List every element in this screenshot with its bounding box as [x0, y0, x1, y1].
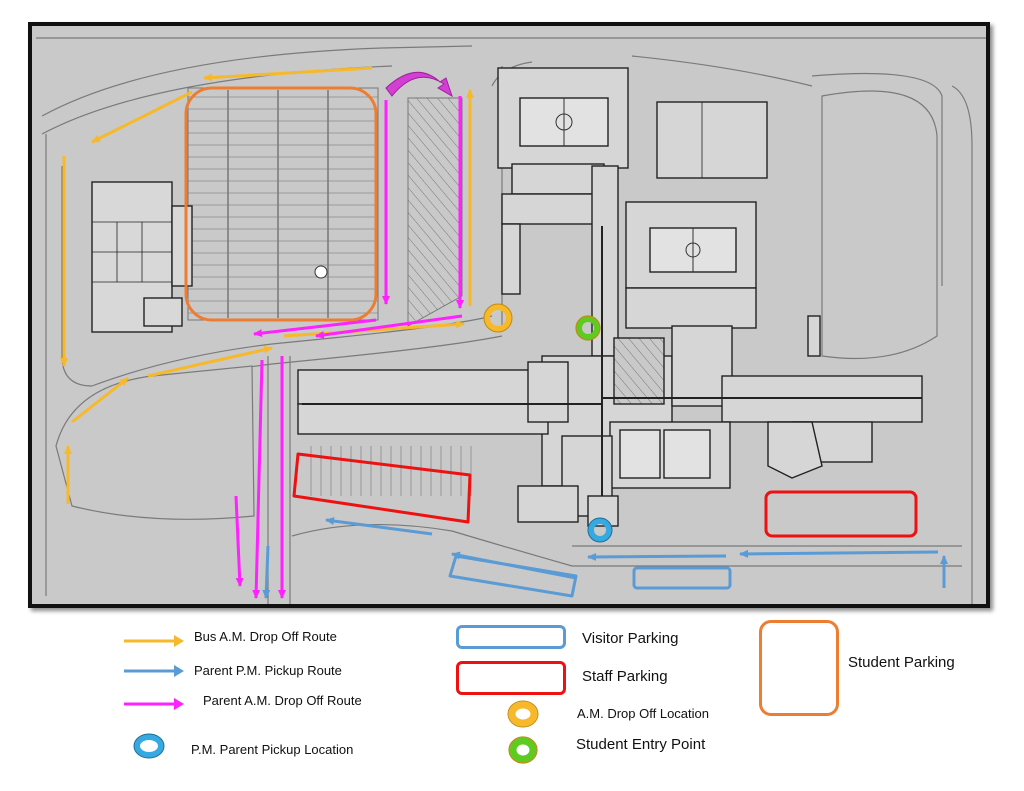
bus-loop — [55, 365, 255, 520]
student-parking-area — [184, 86, 378, 322]
student-parking-legend-swatch — [759, 620, 839, 716]
staff-parking-area-east — [764, 490, 918, 538]
pm-pickup-location-marker — [587, 517, 613, 543]
bus-am-route-legend-arrow — [124, 635, 184, 647]
campus-map — [28, 22, 990, 608]
campus-site-plan — [32, 26, 986, 604]
corridors — [302, 226, 922, 496]
west-building — [91, 181, 193, 333]
main-school-building — [297, 67, 923, 527]
parent-am-route — [234, 96, 464, 599]
parent-pm-route-legend-arrow — [124, 665, 184, 677]
parent-am-route-legend-label: Parent A.M. Drop Off Route — [203, 693, 362, 708]
student-entry-point-legend-icon — [508, 736, 538, 764]
pm-pickup-location-legend-label: P.M. Parent Pickup Location — [191, 742, 354, 757]
am-dropoff-location-legend-label: A.M. Drop Off Location — [577, 706, 709, 721]
bus-am-route-legend-label: Bus A.M. Drop Off Route — [194, 629, 337, 644]
visitor-parking-legend-swatch — [456, 625, 566, 649]
visitor-parking-area-east — [632, 566, 732, 590]
turnaround-arrow — [385, 71, 453, 98]
student-entry-point-legend-label: Student Entry Point — [576, 736, 706, 753]
parent-pm-route-legend-label: Parent P.M. Pickup Route — [194, 663, 342, 678]
student-entry-point-marker — [575, 315, 601, 341]
staff-parking-legend-swatch — [456, 661, 566, 695]
bus-am-route — [60, 66, 474, 504]
east-drive — [821, 90, 938, 360]
hatched-lot — [407, 97, 463, 327]
student-parking-legend-label: Student Parking — [848, 654, 955, 671]
parent-pm-route — [262, 517, 948, 599]
visitor-parking-legend-label: Visitor Parking — [582, 630, 679, 647]
pm-pickup-location-legend-icon — [133, 733, 165, 759]
am-dropoff-location-legend-icon — [507, 700, 539, 728]
staff-parking-area-west — [292, 452, 472, 524]
am-dropoff-location-marker — [483, 303, 513, 333]
student-lot-stalls — [187, 87, 379, 321]
student-lot-aisles — [227, 90, 329, 318]
gym-courts — [555, 98, 701, 272]
parent-am-route-legend-arrow — [124, 698, 184, 710]
staff-parking-legend-label: Staff Parking — [582, 668, 668, 685]
